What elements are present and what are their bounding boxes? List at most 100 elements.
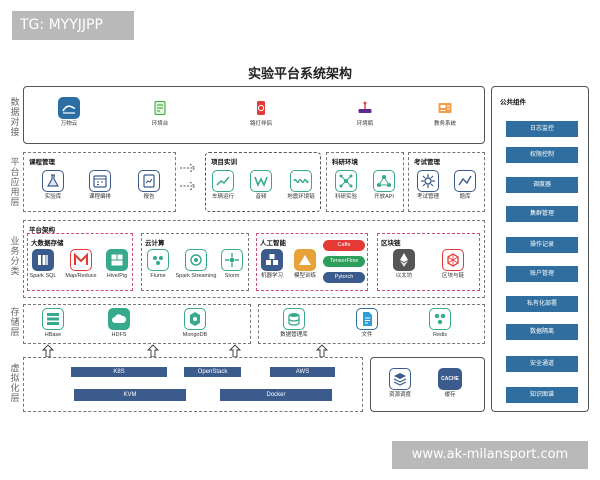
gear-icon [417,170,439,192]
row-label-storage: 存储层 [10,307,20,337]
mongodb-icon [184,308,206,330]
bigdata-box: 大数据存储 Spark SQL Map/Reduce Hive/Pig [27,233,133,291]
ai-title: 人工智能 [260,240,286,247]
ethereum-icon [393,249,415,271]
bigdata-title: 大数据存储 [31,240,64,247]
calendar-icon [89,170,111,192]
pytorch-pill: Pytorch [323,272,365,283]
project-box: 项目实训 车辆运行 音频 地震环境链 [205,152,321,212]
storage-right-item-1: 文件 [344,308,390,339]
aws-bar: AWS [270,367,335,377]
common-item-7: 数据隔离 [506,324,578,340]
file-icon [356,308,378,330]
exam-box: 考试管理 考试管理 题库 [408,152,485,212]
project-item-1: 音频 [238,170,284,201]
router-icon [354,97,376,119]
storage-left-item-2: MongoDB [172,308,218,339]
kvm-bar: KVM [74,389,186,401]
k8s-bar: K8S [71,367,167,377]
molecule-icon [335,170,357,192]
redis-icon [429,308,451,330]
spark-sql-icon [32,249,54,271]
ai-item-0: 机器学习 [249,249,295,280]
platform-title: 平台架构 [29,227,55,234]
storage-right-box: 数据管理库 文件 Redis [258,304,485,344]
resource-box: 资源调度 CACHE 缓存 [370,357,485,412]
flume-icon [147,249,169,271]
double-arrow-icon [180,163,196,191]
storage-left-item-1: HDFS [96,308,142,339]
course-box: 课程管理 实验库 课程编排 报告 [23,152,176,212]
trend-icon [454,170,476,192]
course-title: 课程管理 [29,159,55,166]
exam-item-0: 考试管理 [405,170,451,201]
project-item-2: 地震环境链 [278,170,324,201]
cloud-item-0: Flume [135,249,181,280]
virt-box: K8S OpenStack AWS KVM Docker [23,357,363,412]
globe-phone-icon [250,97,272,119]
blockchain-title: 区块链 [381,240,401,247]
hdfs-cloud-icon [108,308,130,330]
mapreduce-icon [70,249,92,271]
database-icon [283,308,305,330]
data-item-0: 万物云 [46,97,92,128]
course-item-0: 实验库 [30,170,76,201]
cache-icon: CACHE [438,368,462,390]
row-label-virt: 虚拟化层 [10,363,20,403]
watermark-bottom: www.ak-milansport.com [392,441,588,469]
hive-grid-icon [106,249,128,271]
course-item-1: 课程编排 [77,170,123,201]
cloud-item-1: Spark Streaming [173,249,219,280]
common-item-9: 知识图谱 [506,387,578,403]
common-item-5: 账户管理 [506,266,578,282]
exam-item-1: 题库 [442,170,488,201]
watermark-top: TG: MYYJJPP [12,11,134,40]
data-item-2: 路灯伴侣 [238,97,284,128]
education-system-icon [434,97,456,119]
bigdata-item-0: Spark SQL [20,249,66,280]
research-item-0: 科研实验 [323,170,369,201]
data-row: 万物云 环境台 路灯伴侣 环境瓶 教务系统 [23,86,485,144]
row-label-data: 数据对接 [10,97,20,137]
common-item-3: 集群管理 [506,206,578,222]
data-item-1: 环境台 [137,97,183,128]
exam-title: 考试管理 [414,159,440,166]
research-title: 科研环境 [332,159,358,166]
project-item-0: 车辆运行 [200,170,246,201]
docker-bar: Docker [220,389,332,401]
hbase-icon [42,308,64,330]
resource-item-1: CACHE 缓存 [427,368,473,399]
common-item-6: 私有化部署 [506,296,578,312]
seismic-wave-icon [290,170,312,192]
blockchain-item-0: 以太坊 [381,249,427,280]
data-item-4: 教务系统 [422,97,468,128]
report-icon [138,170,160,192]
cloud-title: 云计算 [145,240,165,247]
network-icon [373,170,395,192]
row-label-app: 平台应用层 [10,157,20,207]
block-chain-icon [442,249,464,271]
row-label-business: 业务分类 [10,236,20,276]
flask-icon [42,170,64,192]
spark-streaming-icon [185,249,207,271]
cloud-wave-icon [58,97,80,119]
storage-right-item-2: Redis [417,308,463,339]
tensorflow-pill: TensorFlow [323,256,365,267]
cloud-item-2: Storm [209,249,255,280]
data-item-3: 环境瓶 [342,97,388,128]
model-training-icon [294,249,316,271]
line-chart-icon [212,170,234,192]
up-arrows [41,344,329,358]
ai-box: 人工智能 机器学习 模型训练 Caffe TensorFlow Pytorch [256,233,368,291]
bigdata-item-2: Hive/Pig [94,249,140,280]
wave-w-icon [250,170,272,192]
cubes-icon [261,249,283,271]
storage-left-box: HBase HDFS MongoDB [23,304,251,344]
course-item-2: 报告 [126,170,172,201]
resource-item-0: 资源调度 [377,368,423,399]
common-item-4: 操作记录 [506,237,578,253]
openstack-bar: OpenStack [184,367,241,377]
diagram-title: 实验平台系统架构 [247,66,352,81]
research-box: 科研环境 科研实验 开放API [326,152,404,212]
cloud-box: 云计算 Flume Spark Streaming Storm [141,233,249,291]
